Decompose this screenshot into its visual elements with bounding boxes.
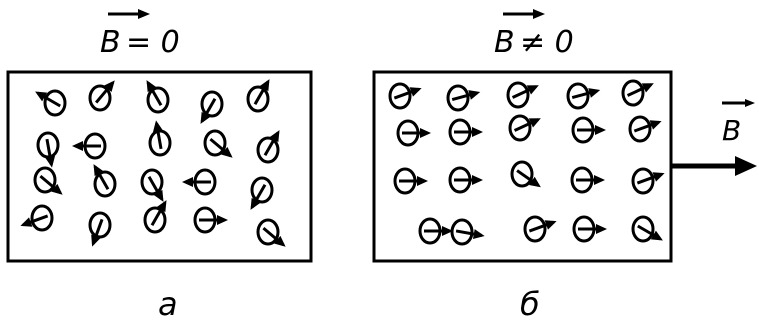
dipole-a-0 — [35, 91, 65, 115]
dipole-b-17 — [525, 217, 557, 241]
dipole-b-4 — [623, 81, 654, 105]
dipole-a-12 — [142, 170, 164, 202]
dipole-a-7 — [150, 120, 170, 155]
dipole-b-7 — [510, 116, 541, 140]
dipole-a-15 — [20, 206, 52, 230]
panel-b-dipoles — [390, 81, 665, 244]
dipole-a-5 — [38, 133, 58, 168]
dipole-b-18 — [574, 217, 607, 241]
dipole-a-4 — [248, 79, 270, 111]
dipole-a-17 — [145, 200, 167, 232]
dipole-b-19 — [633, 217, 663, 241]
dipole-b-0 — [390, 84, 422, 108]
dipole-b-14 — [633, 169, 665, 193]
dipole-b-11 — [450, 168, 483, 192]
dipole-b-1 — [448, 86, 480, 110]
panel-a-dipoles — [20, 79, 285, 247]
dipole-b-6 — [450, 120, 483, 144]
dipole-a-1 — [90, 80, 115, 110]
external-field-label: B — [722, 114, 741, 147]
dipole-a-18 — [195, 208, 228, 232]
dipole-a-6 — [72, 134, 105, 158]
dipole-b-10 — [395, 169, 428, 193]
dipole-a-19 — [258, 220, 286, 247]
dipole-a-16 — [90, 213, 110, 247]
external-field-arrow: B — [670, 99, 757, 176]
panel-b-field-relation: ≠ 0 — [520, 25, 574, 60]
panel-b-field-symbol: B — [494, 25, 515, 60]
panel-a-field-relation: = 0 — [126, 25, 180, 60]
dipole-b-2 — [508, 83, 539, 107]
dipole-a-3 — [201, 92, 223, 124]
dipole-b-12 — [512, 162, 541, 187]
dipole-a-8 — [205, 131, 233, 158]
panel-a-field-label: B = 0 — [100, 9, 180, 60]
panel-a-caption: а — [158, 285, 178, 323]
dipole-b-13 — [572, 168, 605, 192]
dipole-a-13 — [182, 170, 215, 194]
dipole-b-9 — [630, 117, 662, 141]
dipole-b-5 — [398, 121, 431, 145]
dipole-a-14 — [251, 178, 273, 210]
dipole-a-11 — [94, 164, 116, 196]
dipole-a-9 — [258, 130, 280, 162]
dipole-b-3 — [568, 84, 600, 108]
dipole-a-10 — [35, 168, 63, 195]
dipole-a-2 — [147, 80, 169, 112]
dipole-b-15 — [420, 219, 453, 243]
panel-b-field-label: B ≠ 0 — [494, 9, 574, 60]
dipole-b-16 — [452, 220, 485, 244]
dipole-b-8 — [573, 118, 606, 142]
panel-a-field-symbol: B — [100, 25, 121, 60]
panel-b-caption: б — [520, 285, 540, 323]
